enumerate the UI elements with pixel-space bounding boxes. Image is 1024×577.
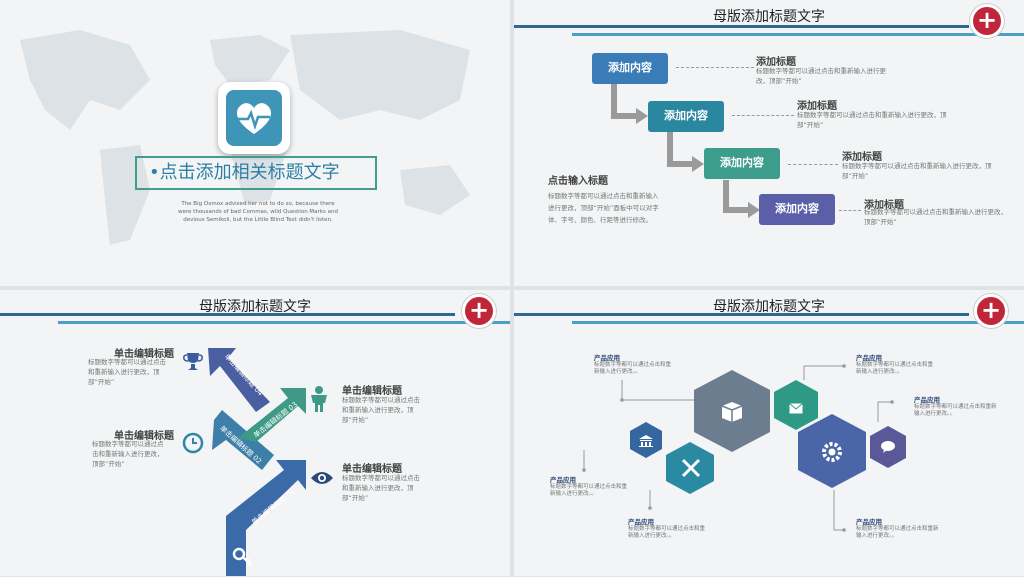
slide-heading: •点击添加相关标题文字 bbox=[149, 162, 340, 183]
chat-icon bbox=[880, 439, 896, 458]
box-icon bbox=[719, 398, 745, 428]
item-4: 产品应用 标题数字等都可以通过点击和重新输入进行更改。。 bbox=[856, 352, 936, 376]
step-3-label: 添加标题 bbox=[842, 152, 882, 163]
add-button[interactable]: + bbox=[462, 294, 496, 328]
panel-title: 母版添加标题文字 bbox=[199, 299, 311, 315]
item-4-desc: 标题数字等都可以通过点击和重新输入进行更改，顶部“开始” bbox=[88, 358, 166, 386]
side-label: 点击输入标题 bbox=[548, 176, 608, 187]
step-3-desc: 标题数字等都可以通过点击和重新输入进行更改，顶部“开始” bbox=[842, 162, 992, 180]
title-rule-accent bbox=[572, 321, 1024, 324]
item-2-desc: 标题数字等都可以通过点击和重新输入进行更改。。 bbox=[550, 484, 628, 497]
bank-icon bbox=[638, 433, 654, 452]
item-3-label: 单击编辑标题 bbox=[342, 386, 402, 397]
step-1-label: 添加标题 bbox=[756, 57, 796, 68]
side-desc: 标题数字等都可以通过点击和重新输入进行更改，顶部“开始”面板中可以对字体、字号、… bbox=[548, 192, 659, 224]
item-1-desc: 标题数字等都可以通过点击和重新输入进行更改。。 bbox=[594, 362, 672, 375]
item-2: 产品应用 标题数字等都可以通过点击和重新输入进行更改。。 bbox=[550, 474, 630, 498]
heading-frame: •点击添加相关标题文字 bbox=[135, 156, 377, 190]
key-icon bbox=[232, 546, 254, 568]
step-connectors bbox=[611, 84, 760, 218]
item-1-label: 产品应用 bbox=[594, 354, 620, 362]
step-2-leader bbox=[732, 115, 794, 116]
item-2-desc: 标题数字等都可以通过点击和重新输入进行更改，顶部“开始” bbox=[92, 440, 164, 468]
hexagon-cluster bbox=[582, 364, 906, 532]
app-icon-frame bbox=[218, 82, 290, 154]
title-slide-panel: •点击添加相关标题文字 The Big Oxmox advised her no… bbox=[0, 0, 510, 286]
item-3-label: 产品应用 bbox=[628, 518, 654, 526]
step-2-box[interactable]: 添加内容 bbox=[648, 101, 724, 132]
arrow-01 bbox=[226, 460, 306, 576]
item-2-label: 产品应用 bbox=[550, 476, 576, 484]
mail-icon bbox=[789, 399, 803, 418]
item-4-label: 产品应用 bbox=[856, 354, 882, 362]
process-steps-panel: 母版添加标题文字 + 添加内容 添加标题 标题数字等都可以通过点击和重新输入进行… bbox=[514, 0, 1024, 286]
title-rule bbox=[0, 313, 455, 316]
arrow-03 bbox=[238, 388, 306, 442]
item-6-label: 产品应用 bbox=[856, 518, 882, 526]
item-4-label: 单击编辑标题 bbox=[114, 349, 174, 360]
arrow-04 bbox=[208, 348, 270, 412]
step-3-box[interactable]: 添加内容 bbox=[704, 148, 780, 179]
item-3-desc: 标题数字等都可以通过点击和重新输入进行更改，顶部“开始” bbox=[342, 396, 420, 424]
step-4-leader bbox=[839, 210, 861, 211]
add-button[interactable]: + bbox=[970, 4, 1004, 38]
step-4-desc: 标题数字等都可以通过点击和重新输入进行更改，顶部“开始” bbox=[864, 208, 1007, 226]
add-button[interactable]: + bbox=[974, 294, 1008, 328]
step-1-leader bbox=[676, 67, 754, 68]
eye-icon bbox=[310, 470, 334, 486]
item-6-desc: 标题数字等都可以通过点击和重新输入进行更改。。 bbox=[856, 526, 939, 539]
arrow-02 bbox=[212, 410, 274, 470]
item-2-label: 单击编辑标题 bbox=[114, 431, 174, 442]
step-4-label: 添加标题 bbox=[864, 200, 904, 211]
person-icon bbox=[308, 385, 330, 413]
panel-title: 母版添加标题文字 bbox=[713, 9, 825, 25]
item-1-label: 单击编辑标题 bbox=[342, 464, 402, 475]
tools-icon bbox=[680, 457, 702, 483]
item-4-desc: 标题数字等都可以通过点击和重新输入进行更改。。 bbox=[856, 362, 934, 375]
step-2-label: 添加标题 bbox=[797, 101, 837, 112]
item-3-desc: 标题数字等都可以通过点击和重新输入进行更改。。 bbox=[628, 526, 706, 539]
item-1: 产品应用 标题数字等都可以通过点击和重新输入进行更改。。 bbox=[594, 352, 674, 376]
title-rule bbox=[514, 25, 969, 28]
arrow-steps-panel: 母版添加标题文字 + 单击编辑标题 01 单击编辑标题 02 单击编辑标题 03… bbox=[0, 290, 510, 576]
heartbeat-icon bbox=[226, 90, 282, 146]
zigzag-arrows bbox=[208, 348, 306, 576]
clock-icon bbox=[182, 432, 204, 454]
step-1-box[interactable]: 添加内容 bbox=[592, 53, 668, 84]
title-rule bbox=[514, 313, 969, 316]
item-5: 产品应用 标题数字等都可以通过点击和重新输入进行更改。。 bbox=[914, 394, 1000, 418]
hexagon-panel: 母版添加标题文字 + bbox=[514, 290, 1024, 576]
step-4-box[interactable]: 添加内容 bbox=[759, 194, 835, 225]
item-5-label: 产品应用 bbox=[914, 396, 940, 404]
step-3-leader bbox=[788, 164, 838, 165]
step-1-desc: 标题数字等都可以通过点击和重新输入进行更改，顶部“开始” bbox=[756, 67, 886, 85]
title-rule-accent bbox=[58, 321, 510, 324]
item-1-desc: 标题数字等都可以通过点击和重新输入进行更改，顶部“开始” bbox=[342, 474, 420, 502]
item-6: 产品应用 标题数字等都可以通过点击和重新输入进行更改。。 bbox=[856, 516, 942, 540]
slide-body-text: The Big Oxmox advised her not to do so, … bbox=[178, 201, 338, 223]
panel-title: 母版添加标题文字 bbox=[713, 299, 825, 315]
title-rule-accent bbox=[572, 33, 1024, 36]
gear-icon bbox=[820, 440, 844, 468]
item-5-desc: 标题数字等都可以通过点击和重新输入进行更改。。 bbox=[914, 404, 997, 417]
step-2-desc: 标题数字等都可以通过点击和重新输入进行更改，顶部“开始” bbox=[797, 111, 947, 129]
trophy-icon bbox=[182, 350, 204, 372]
item-3: 产品应用 标题数字等都可以通过点击和重新输入进行更改。。 bbox=[628, 516, 708, 540]
